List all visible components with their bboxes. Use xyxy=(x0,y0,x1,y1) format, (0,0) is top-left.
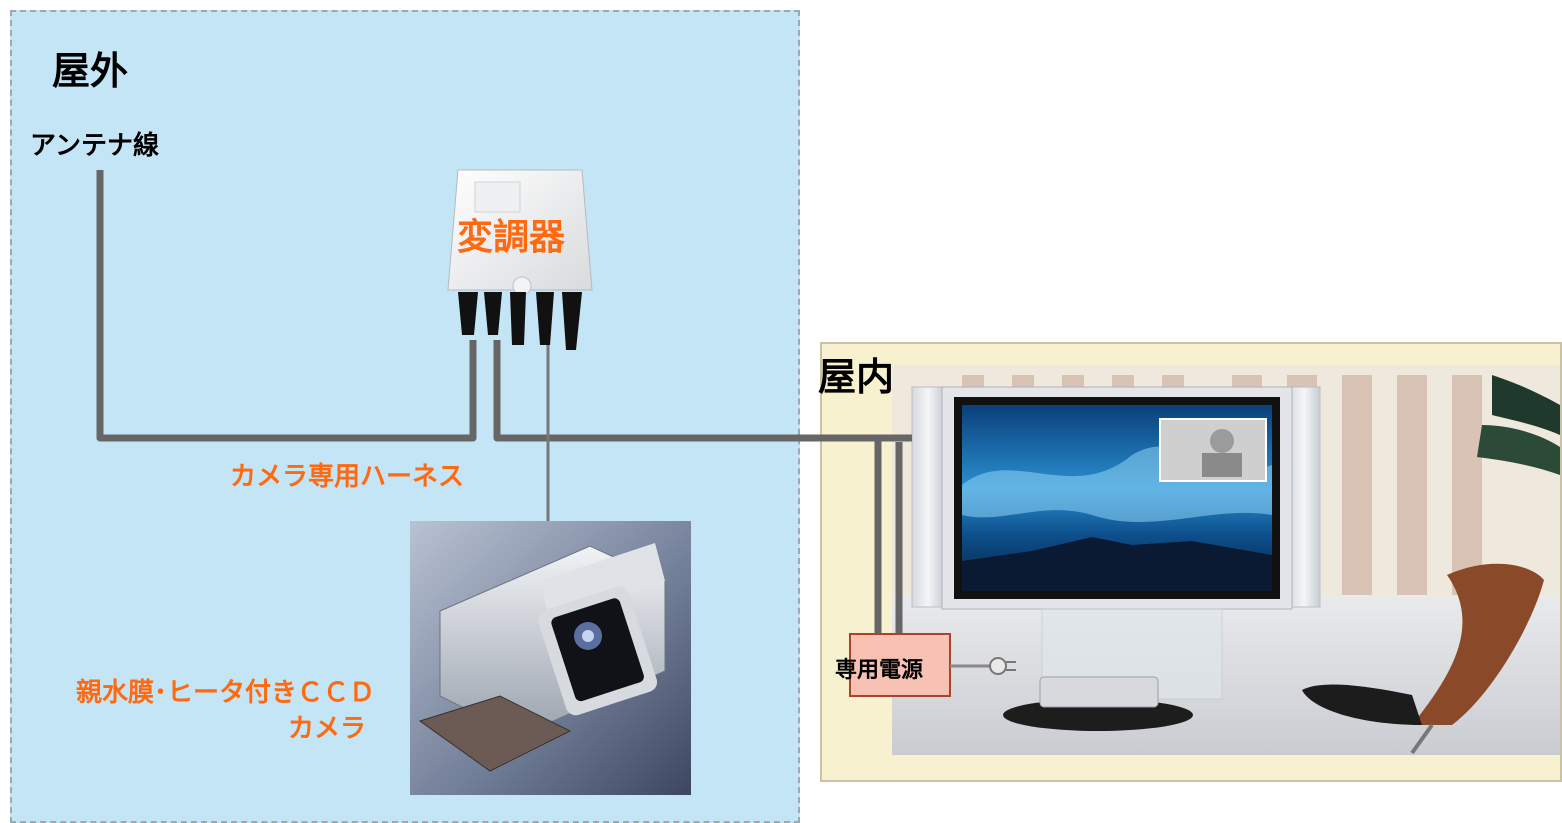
living-room-illustration xyxy=(892,365,1560,755)
modulator-label: 変調器 xyxy=(457,217,566,258)
power-supply-box xyxy=(849,633,951,697)
antenna-cable-label: アンテナ線 xyxy=(30,131,159,161)
camera-label-line1: 親水膜･ヒータ付きＣＣＤ xyxy=(76,678,376,708)
antenna-cable xyxy=(96,170,477,442)
camera-label-line2: カメラ xyxy=(288,714,367,744)
harness-label: カメラ専用ハーネス xyxy=(230,462,465,492)
outdoor-label: 屋外 xyxy=(52,49,129,93)
harness-cable xyxy=(493,340,912,442)
plug-icon xyxy=(989,657,1016,675)
indoor-label: 屋内 xyxy=(818,355,895,399)
modulator-device xyxy=(447,169,593,350)
power-supply-label: 専用電源 xyxy=(835,658,924,683)
ccd-camera-photo xyxy=(410,521,691,795)
power-cable xyxy=(856,438,882,656)
